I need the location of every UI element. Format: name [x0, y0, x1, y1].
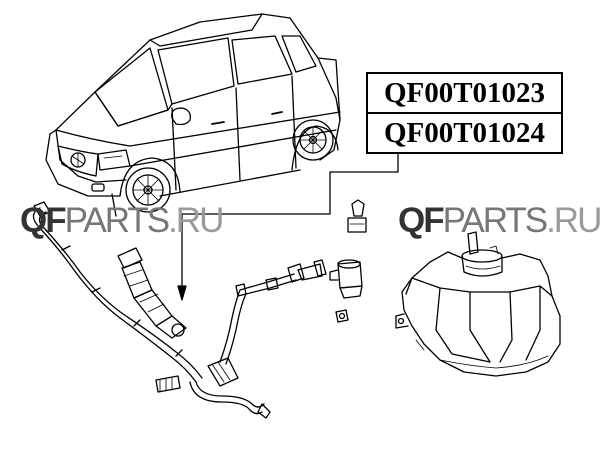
part-number-2[interactable]: QF00T01024: [368, 112, 561, 152]
leader-lines: [111, 151, 399, 301]
part-number-1[interactable]: QF00T01023: [383, 77, 546, 109]
watermark-left: QFPARTS.RU: [20, 201, 224, 240]
car-illustration: [45, 13, 341, 213]
part-number-callout: QF00T01023 QF00T01024: [366, 72, 563, 154]
hose-assembly: [32, 201, 327, 419]
washer-pump: [329, 199, 367, 323]
watermark-right: QFPARTS.RU: [398, 201, 600, 240]
washer-reservoir: [395, 231, 561, 377]
